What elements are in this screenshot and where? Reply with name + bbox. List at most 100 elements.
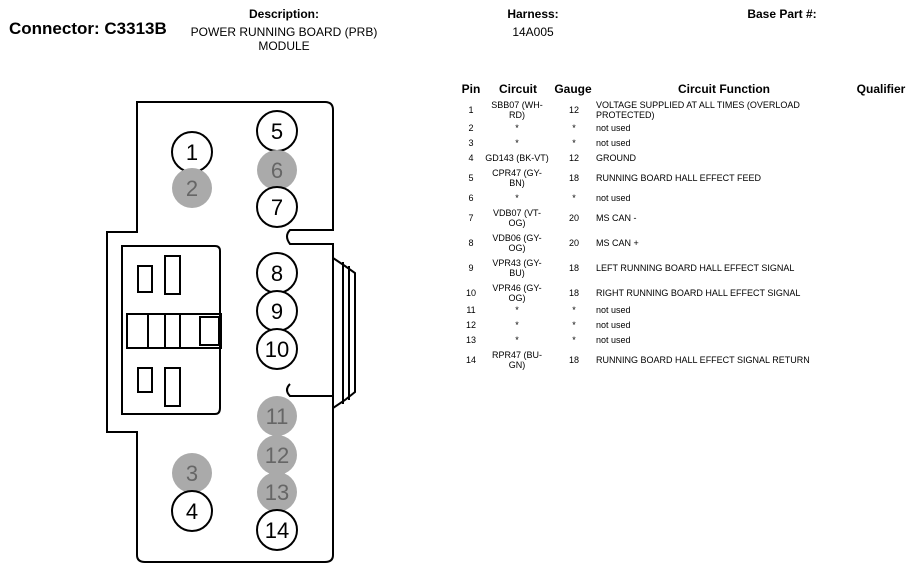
pin-number: 10 (465, 288, 476, 298)
wire-gauge: 18 (568, 173, 579, 183)
circuit-line-1: * (515, 335, 519, 345)
circuit-line-1: * (515, 138, 519, 148)
wire-gauge: 20 (568, 238, 579, 248)
pin-13: 13 (257, 472, 297, 512)
circuit-function: not used (596, 123, 816, 133)
circuit-code: SBB07 (WH-RD) (484, 100, 550, 120)
pin-6: 6 (257, 150, 297, 190)
circuit-code: RPR47 (BU-GN) (484, 350, 550, 370)
wire-gauge: 12 (568, 105, 579, 115)
pin-2: 2 (172, 168, 212, 208)
circuit-line-2: BN) (509, 178, 525, 188)
circuit-function: not used (596, 138, 816, 148)
column-header-qualifier: Qualifier (856, 82, 906, 96)
pin-circle (256, 186, 298, 228)
circuit-function: RUNNING BOARD HALL EFFECT SIGNAL RETURN (596, 355, 816, 365)
circuit-code: VDB06 (GY-OG) (484, 233, 550, 253)
pin-label: 5 (271, 119, 283, 144)
wire-gauge: 18 (568, 288, 579, 298)
circuit-line-2: GN) (508, 360, 526, 370)
function-line-1: not used (596, 320, 631, 330)
circuit-line-1: VPR43 (GY- (492, 258, 542, 268)
circuit-function: GROUND (596, 153, 816, 163)
pin-number: 2 (468, 123, 474, 133)
wire-gauge: 12 (568, 153, 579, 163)
pin-11: 11 (257, 396, 297, 436)
column-header-function: Circuit Function (678, 82, 770, 96)
pin-label: 10 (265, 337, 289, 362)
pin-label: 6 (271, 158, 283, 183)
latch-tab-upper (164, 255, 181, 295)
connector-body-outline (106, 101, 356, 563)
pin-label: 13 (265, 480, 289, 505)
pin-number: 3 (468, 138, 474, 148)
description-label: Description: (248, 7, 319, 21)
pin-circle (256, 509, 298, 551)
circuit-function: not used (596, 305, 816, 315)
circuit-line-1: * (515, 193, 519, 203)
wire-gauge: 18 (568, 355, 579, 365)
pin-number: 11 (466, 305, 476, 315)
circuit-line-2: OG) (508, 243, 526, 253)
circuit-line-2: OG) (508, 218, 526, 228)
circuit-code: * (484, 138, 550, 148)
circuit-code: VDB07 (VT-OG) (484, 208, 550, 228)
pin-circle (257, 435, 297, 475)
function-line-1: VOLTAGE SUPPLIED AT ALL TIMES (OVERLOAD (596, 100, 800, 110)
circuit-code: * (484, 193, 550, 203)
right-notch (286, 383, 333, 397)
circuit-code: VPR46 (GY-OG) (484, 283, 550, 303)
circuit-code: * (484, 123, 550, 133)
pin-label: 12 (265, 443, 289, 468)
circuit-function: LEFT RUNNING BOARD HALL EFFECT SIGNAL (596, 263, 816, 273)
function-line-2: PROTECTED) (596, 110, 655, 120)
circuit-line-1: * (515, 320, 519, 330)
pin-label: 11 (266, 404, 289, 429)
function-line-1: not used (596, 138, 631, 148)
circuit-code: * (484, 320, 550, 330)
circuit-line-1: * (515, 123, 519, 133)
circuit-code: * (484, 305, 550, 315)
pin-number: 4 (468, 153, 474, 163)
description-value: POWER RUNNING BOARD (PRB) MODULE (180, 25, 388, 53)
pin-8: 8 (256, 252, 298, 294)
latch-tab-lower (164, 367, 181, 407)
wire-gauge: * (572, 193, 576, 203)
pin-7: 7 (256, 186, 298, 228)
wire-gauge: * (572, 123, 576, 133)
pin-circle (257, 150, 297, 190)
pin-number: 9 (468, 263, 474, 273)
function-line-1: MS CAN + (596, 238, 639, 248)
base-part-label: Base Part #: (747, 7, 817, 21)
pin-label: 8 (271, 261, 283, 286)
function-line-1: not used (596, 123, 631, 133)
pin-circle (172, 168, 212, 208)
circuit-function: RUNNING BOARD HALL EFFECT FEED (596, 173, 816, 183)
latch-center (126, 313, 222, 349)
circuit-function: RIGHT RUNNING BOARD HALL EFFECT SIGNAL (596, 288, 816, 298)
function-line-1: RIGHT RUNNING BOARD HALL EFFECT SIGNAL (596, 288, 801, 298)
pin-circle (257, 472, 297, 512)
pin-label: 1 (186, 140, 198, 165)
function-line-1: MS CAN - (596, 213, 637, 223)
pin-label: 3 (186, 461, 198, 486)
pin-4: 4 (171, 490, 213, 532)
pin-number: 13 (465, 335, 476, 345)
pin-5: 5 (256, 110, 298, 152)
latch-key (199, 316, 220, 346)
wire-gauge: * (572, 305, 576, 315)
circuit-function: MS CAN - (596, 213, 816, 223)
circuit-function: MS CAN + (596, 238, 816, 248)
circuit-code: * (484, 335, 550, 345)
pin-10: 10 (256, 328, 298, 370)
pin-label: 7 (271, 195, 283, 220)
pin-label: 4 (186, 499, 198, 524)
harness-value: 14A005 (512, 25, 554, 39)
circuit-function: not used (596, 335, 816, 345)
pin-number: 14 (465, 355, 476, 365)
column-header-pin: Pin (461, 82, 481, 96)
pin-circle (256, 328, 298, 370)
circuit-line-1: VDB07 (VT- (492, 208, 541, 218)
pin-9: 9 (256, 290, 298, 332)
